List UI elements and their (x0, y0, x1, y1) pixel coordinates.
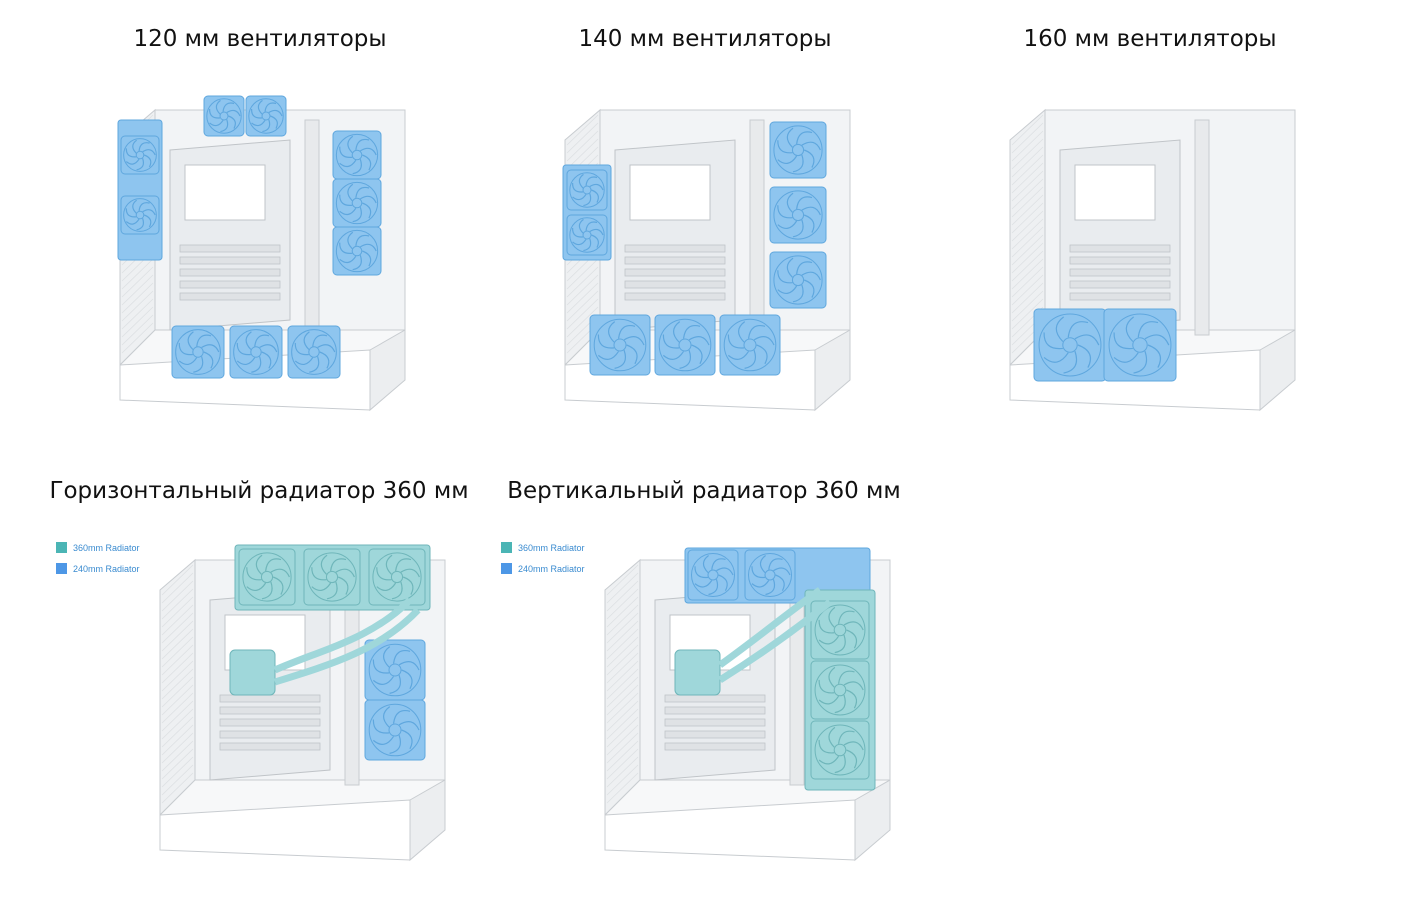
case-illustration-160mm-fans (1009, 108, 1296, 412)
fan-icon (238, 548, 296, 606)
coolant-tube (718, 599, 833, 683)
expansion-slot (179, 268, 281, 277)
expansion-slot (624, 292, 726, 301)
fan-icon (769, 251, 827, 309)
expansion-slot (219, 706, 321, 715)
fan-icon (654, 314, 716, 376)
legend-item-240: 240mm Radiator (56, 562, 140, 575)
legend-swatch-360 (56, 542, 67, 553)
case-base-side (1259, 329, 1296, 412)
fan-icon (303, 548, 361, 606)
expansion-slot (1069, 292, 1171, 301)
fan-icon (566, 214, 608, 256)
coolant-tube (273, 597, 413, 674)
expansion-slot (664, 706, 766, 715)
fan-icon (332, 226, 382, 276)
legend-item-360: 360mm Radiator (56, 541, 140, 554)
expansion-slot (624, 244, 726, 253)
fan-icon (769, 186, 827, 244)
expansion-slot (1069, 244, 1171, 253)
legend-swatch-360 (501, 542, 512, 553)
legend-label-360: 360mm Radiator (73, 542, 140, 553)
expansion-slot (624, 280, 726, 289)
case-base-side (369, 329, 406, 412)
fan-icon (287, 325, 341, 379)
panel-title-vertical-radiator: Вертикальный радиатор 360 мм (507, 478, 901, 504)
legend-label-360: 360mm Radiator (518, 542, 585, 553)
expansion-slot (219, 742, 321, 751)
expansion-slot (664, 742, 766, 751)
coolant-tube (717, 587, 823, 668)
fan-icon (744, 549, 796, 601)
expansion-slot (664, 694, 766, 703)
fan-icon (229, 325, 283, 379)
panel-title-120: 120 мм вентиляторы (133, 26, 387, 52)
case-base-side (409, 779, 446, 862)
fan-icon (332, 178, 382, 228)
expansion-slot (219, 694, 321, 703)
expansion-slot (664, 718, 766, 727)
cpu-block (229, 649, 276, 696)
case-illustration-120mm-fans (117, 95, 406, 412)
legend-vertical: 360mm Radiator 240mm Radiator (501, 541, 585, 583)
case-base-side (854, 779, 891, 862)
expansion-slot (1069, 256, 1171, 265)
fan-icon (332, 130, 382, 180)
fan-icon (120, 135, 160, 175)
motherboard-cutout (184, 164, 266, 221)
fan-icon (810, 720, 870, 780)
fan-icon (810, 600, 870, 660)
fan-icon (245, 95, 287, 137)
fan-icon (769, 121, 827, 179)
fan-icon (566, 169, 608, 211)
fan-icon (368, 548, 426, 606)
fan-icon (687, 549, 739, 601)
legend-item-240: 240mm Radiator (501, 562, 585, 575)
case-illustration-140mm-fans (562, 108, 851, 412)
cpu-block (674, 649, 721, 696)
legend-label-240: 240mm Radiator (73, 563, 140, 574)
case-illustration-vertical-radiator (604, 547, 891, 862)
expansion-slot (624, 256, 726, 265)
expansion-slot (1069, 280, 1171, 289)
expansion-slot (624, 268, 726, 277)
fan-icon (1033, 308, 1107, 382)
fan-icon (719, 314, 781, 376)
legend-horizontal: 360mm Radiator 240mm Radiator (56, 541, 140, 583)
fan-icon (120, 195, 160, 235)
motherboard-cutout (629, 164, 711, 221)
legend-label-240: 240mm Radiator (518, 563, 585, 574)
panel-title-horizontal-radiator: Горизонтальный радиатор 360 мм (49, 478, 469, 504)
case-divider (749, 119, 765, 336)
expansion-slot (179, 280, 281, 289)
expansion-slot (219, 730, 321, 739)
expansion-slot (179, 292, 281, 301)
legend-swatch-240 (501, 563, 512, 574)
case-divider (304, 119, 320, 336)
panel-title-160: 160 мм вентиляторы (1023, 26, 1277, 52)
expansion-slot (179, 256, 281, 265)
case-base-side (814, 329, 851, 412)
fan-icon (1103, 308, 1177, 382)
legend-item-360: 360mm Radiator (501, 541, 585, 554)
motherboard-cutout (1074, 164, 1156, 221)
fan-icon (589, 314, 651, 376)
case-illustration-horizontal-radiator (159, 544, 446, 862)
fan-icon (203, 95, 245, 137)
expansion-slot (179, 244, 281, 253)
fan-icon (364, 699, 426, 761)
coolant-tube (273, 607, 421, 686)
case-divider (1194, 119, 1210, 336)
fan-icon (171, 325, 225, 379)
expansion-slot (664, 730, 766, 739)
legend-swatch-240 (56, 563, 67, 574)
expansion-slot (219, 718, 321, 727)
panel-title-140: 140 мм вентиляторы (578, 26, 832, 52)
fan-icon (364, 639, 426, 701)
fan-icon (810, 660, 870, 720)
expansion-slot (1069, 268, 1171, 277)
